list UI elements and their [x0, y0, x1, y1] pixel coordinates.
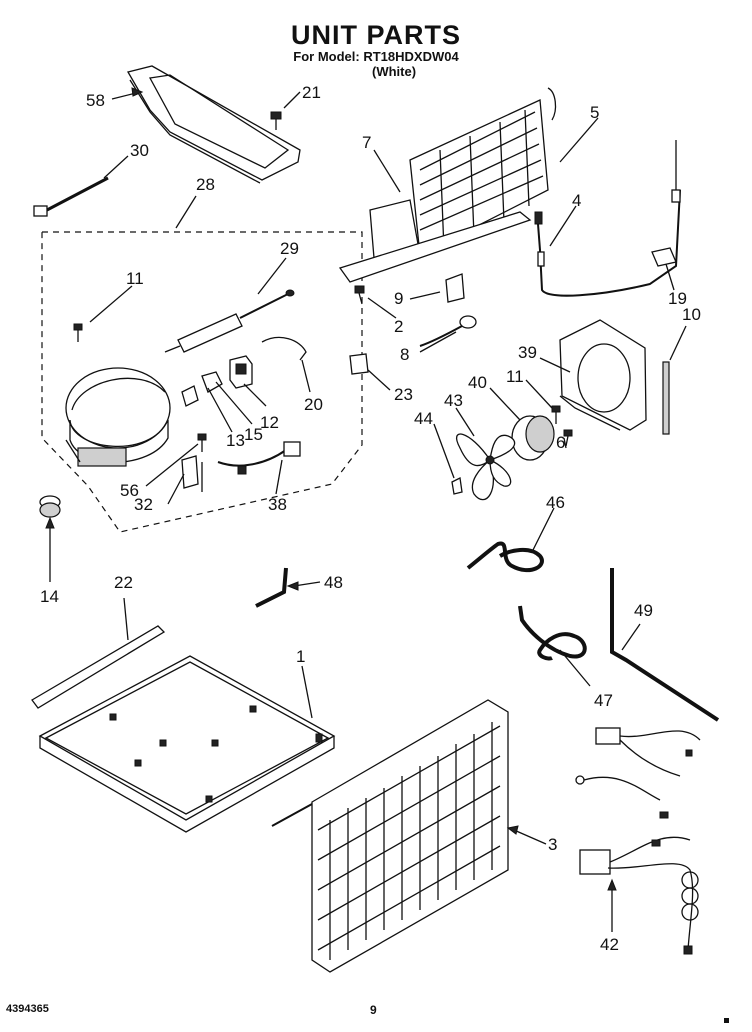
callout-11b: 11: [506, 367, 524, 386]
part-42-wire-harness: [575, 727, 701, 955]
callout-9: 9: [394, 289, 403, 308]
callout-48: 48: [324, 573, 343, 592]
page-number: 9: [370, 1003, 377, 1017]
color-variant: (White): [372, 64, 417, 79]
callout-30: 30: [130, 141, 149, 160]
callout-44: 44: [414, 409, 433, 428]
part-56-screw: [197, 433, 207, 452]
callout-29: 29: [280, 239, 299, 258]
document-number: 4394365: [6, 1003, 49, 1015]
callout-20: 20: [304, 395, 323, 414]
callout-2: 2: [394, 317, 403, 336]
callout-46: 46: [546, 493, 565, 512]
callout-10: 10: [682, 305, 701, 324]
part-40-fan-motor: [503, 415, 555, 461]
part-7-evaporator: [338, 99, 549, 283]
part-39-fan-shroud: [559, 319, 647, 431]
callout-38: 38: [268, 495, 287, 514]
callout-13: 13: [226, 431, 245, 450]
part-47-tube: [518, 605, 587, 661]
callout-42: 42: [600, 935, 619, 954]
callout-40: 40: [468, 373, 487, 392]
callout-28: 28: [196, 175, 215, 194]
model-subtitle: For Model: RT18HDXDW04: [293, 49, 459, 64]
callout-58: 58: [86, 91, 105, 110]
part-12-relay: [229, 355, 253, 389]
callout-12: 12: [260, 413, 279, 432]
part-22-strip: [31, 625, 166, 709]
callout-8: 8: [400, 345, 409, 364]
part-38-harness: [217, 441, 301, 475]
callout-43: 43: [444, 391, 463, 410]
callout-32: 32: [134, 495, 153, 514]
part-19-clip: [651, 247, 677, 267]
callout-39: 39: [518, 343, 537, 362]
part-1-base-pan: [38, 655, 336, 833]
part-14-grommet: [39, 495, 61, 518]
callout-14: 14: [40, 587, 59, 606]
part-3-condenser: [271, 699, 509, 973]
part-2-screw: [354, 285, 365, 305]
callout-5: 5: [590, 103, 599, 122]
part-6-screw: [563, 429, 573, 447]
part-15-overload: [201, 371, 223, 393]
callout-22: 22: [114, 573, 133, 592]
callout-4: 4: [572, 191, 581, 210]
part-10-strip: [662, 361, 670, 435]
part-4-probe: [534, 140, 681, 297]
callout-6: 6: [556, 433, 565, 452]
callout-47: 47: [594, 691, 613, 710]
leader-lines: [45, 87, 687, 932]
part-46-tube: [466, 541, 544, 573]
part-32-terminal: [181, 455, 203, 492]
callout-11a: 11: [126, 269, 144, 288]
callout-21: 21: [302, 83, 321, 102]
part-49-tube: [610, 568, 720, 722]
callout-7: 7: [362, 133, 371, 152]
corner-mark: [724, 1018, 729, 1023]
callout-3: 3: [548, 835, 557, 854]
callout-labels: 58 21 30 28 11 29 7 5 4 9 2 19 10 8 39 2…: [40, 83, 701, 954]
part-58-drain-trough: [127, 65, 301, 184]
callout-15: 15: [244, 425, 263, 444]
part-11-screw: [73, 323, 83, 342]
callout-19: 19: [668, 289, 687, 308]
part-30-wire-connector: [33, 176, 109, 217]
callout-1: 1: [296, 647, 305, 666]
part-43-fan-blade: [455, 433, 516, 501]
page-title: UNIT PARTS: [291, 20, 461, 50]
callout-56: 56: [120, 481, 139, 500]
part-11b-screw: [551, 405, 561, 424]
part-5-tube: [547, 87, 557, 121]
callout-49: 49: [634, 601, 653, 620]
part-20-wire: [261, 336, 307, 361]
part-29-start-device: [164, 289, 295, 353]
part-13-cover: [181, 385, 199, 407]
part-44-clip: [451, 477, 463, 495]
callout-23: 23: [394, 385, 413, 404]
part-21-screw: [270, 111, 282, 130]
part-48-tube: [255, 567, 288, 608]
part-9-bracket: [445, 273, 465, 303]
part-8-thermistor: [419, 315, 477, 347]
compressor: [65, 367, 171, 467]
part-23-clip: [349, 353, 369, 375]
